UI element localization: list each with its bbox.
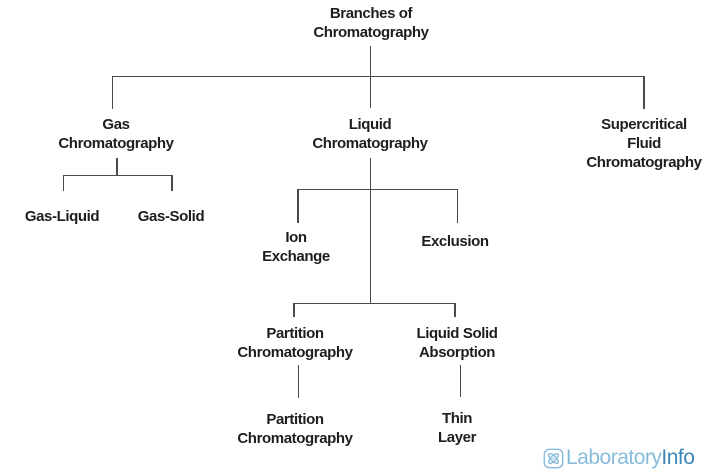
node-ion-exchange: Ion Exchange xyxy=(262,229,330,265)
connector-drop-exclusion xyxy=(456,188,458,223)
connector-drop-gas-solid xyxy=(171,174,173,191)
node-liquid-solid-absorption: Liquid Solid Absorption xyxy=(416,325,498,361)
connector-partition-stub xyxy=(297,365,299,398)
node-supercritical-fluid-chromatography: Supercritical Fluid Chromatography xyxy=(586,116,702,171)
connector-liquid-trunk xyxy=(369,158,371,304)
node-gas-solid: Gas-Solid xyxy=(137,208,205,225)
connector-thin-layer-stub xyxy=(459,365,461,397)
connector-liquid-horizontal-2 xyxy=(293,302,456,304)
node-exclusion: Exclusion xyxy=(421,233,489,250)
connector-gas-stub xyxy=(116,158,118,176)
logo-brand-primary: Laboratory xyxy=(566,446,662,469)
node-partition-chromatography: Partition Chromatography xyxy=(237,325,353,361)
node-gas-chromatography: Gas Chromatography xyxy=(58,116,174,152)
logo-brand-secondary: Info xyxy=(661,446,695,469)
node-liquid-chromatography: Liquid Chromatography xyxy=(312,116,428,152)
node-partition-chromatography-sub: Partition Chromatography xyxy=(237,411,353,447)
connector-drop-supercritical xyxy=(643,75,645,109)
diagram-title: Branches of Chromatography xyxy=(313,5,429,41)
node-gas-liquid: Gas-Liquid xyxy=(24,208,100,225)
connector-drop-gas xyxy=(111,75,113,109)
connector-title-to-liquid xyxy=(369,46,371,108)
connector-main-horizontal xyxy=(111,75,644,77)
atom-icon xyxy=(543,448,564,469)
connector-liquid-horizontal-1 xyxy=(297,188,458,190)
connector-drop-ion-exchange xyxy=(297,188,299,223)
connector-drop-gas-liquid xyxy=(62,174,64,191)
laboratoryinfo-logo: LaboratoryInfo xyxy=(543,446,695,470)
connector-drop-partition xyxy=(293,302,295,317)
connector-drop-liquid-solid xyxy=(454,302,456,317)
node-thin-layer: Thin Layer xyxy=(437,410,477,446)
connector-gas-horizontal xyxy=(62,174,172,176)
